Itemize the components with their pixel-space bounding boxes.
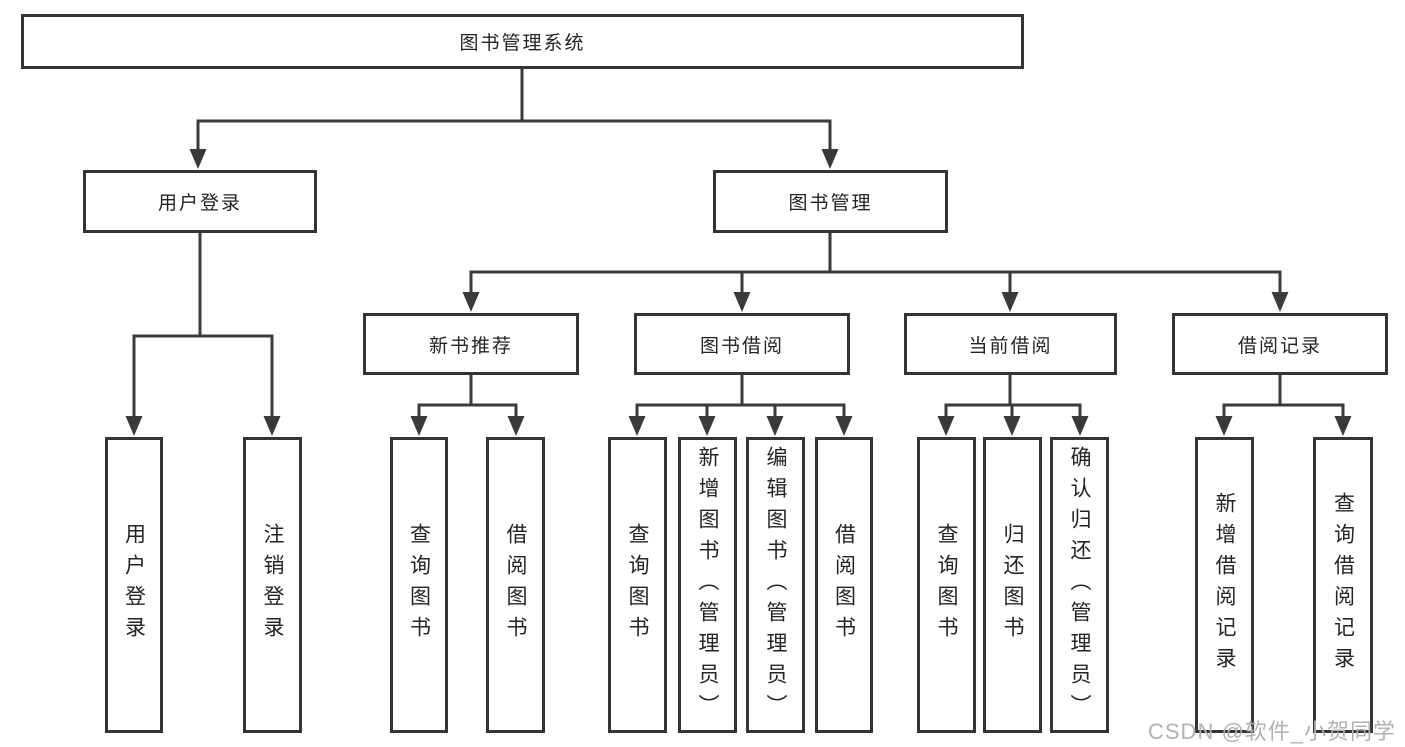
leaf-recommend-query-books: 查询图书 (390, 437, 448, 733)
node-label: 查询图书 (935, 523, 958, 647)
node-book-management: 图书管理 (713, 170, 948, 233)
node-label: 图书管理系统 (459, 33, 586, 54)
node-label: 借阅图书 (504, 523, 527, 647)
node-book-borrow: 图书借阅 (634, 313, 850, 375)
node-label: 借阅图书 (832, 523, 856, 647)
node-label: 用户登录 (157, 193, 242, 214)
node-label: 查询图书 (407, 523, 431, 647)
leaf-add-borrow-record: 新增借阅记录 (1195, 437, 1254, 733)
leaf-borrow-query-books: 查询图书 (608, 437, 667, 733)
node-label: 当前借阅 (968, 335, 1053, 357)
csdn-watermark: CSDN @软件_小贺同学 (1148, 719, 1397, 744)
node-label: 注销登录 (261, 523, 284, 647)
node-root-library-system: 图书管理系统 (21, 14, 1024, 69)
leaf-edit-books-admin: 编辑图书（管理员） (746, 437, 805, 733)
node-label: 新增借阅记录 (1213, 492, 1236, 678)
node-user-login: 用户登录 (83, 170, 317, 233)
leaf-add-books-admin: 新增图书（管理员） (678, 437, 737, 733)
node-new-book-recommend: 新书推荐 (363, 313, 579, 375)
leaf-borrow-books: 借阅图书 (815, 437, 873, 733)
leaf-recommend-borrow-books: 借阅图书 (486, 437, 545, 733)
node-current-borrow: 当前借阅 (904, 313, 1117, 375)
leaf-user-login: 用户登录 (105, 437, 163, 733)
leaf-current-query-books: 查询图书 (917, 437, 976, 733)
node-label: 新书推荐 (428, 335, 513, 357)
node-label: 新增图书（管理员） (696, 445, 719, 725)
node-label: 查询借阅记录 (1331, 492, 1355, 678)
leaf-query-borrow-record: 查询借阅记录 (1313, 437, 1373, 733)
node-label: 借阅记录 (1237, 335, 1322, 357)
node-label: 确认归还（管理员） (1068, 445, 1091, 725)
node-label: 编辑图书（管理员） (764, 445, 787, 725)
arrowheads (125, 149, 1352, 436)
leaf-return-books: 归还图书 (983, 437, 1042, 733)
leaf-confirm-return-admin: 确认归还（管理员） (1050, 437, 1109, 733)
node-label: 查询图书 (626, 523, 649, 647)
node-label: 图书管理 (788, 193, 873, 214)
leaf-logout: 注销登录 (243, 437, 302, 733)
node-label: 归还图书 (1001, 523, 1024, 647)
node-borrow-record: 借阅记录 (1172, 313, 1388, 375)
node-label: 图书借阅 (699, 335, 784, 357)
node-label: 用户登录 (122, 523, 146, 647)
